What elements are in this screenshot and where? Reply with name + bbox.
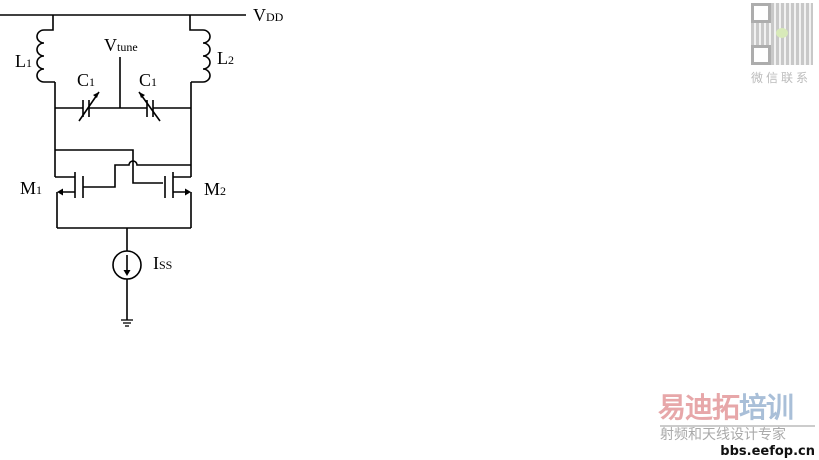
slogan-watermark: 射频和天线设计专家 — [660, 427, 786, 443]
label-l1: L1 — [15, 51, 32, 71]
brand-part2: 培训 — [739, 391, 794, 424]
cross-couple-wire-1 — [55, 149, 163, 184]
label-vdd: VDD — [253, 5, 284, 25]
transistor-m2 — [164, 172, 192, 228]
url-watermark: bbs.eefop.cn — [720, 444, 815, 459]
qr-caption: 微信联系 — [751, 71, 812, 85]
varactor-c1-left — [55, 91, 120, 122]
ground-icon — [121, 319, 133, 327]
current-source-iss — [112, 228, 142, 320]
cross-couple-wire-2 — [83, 160, 191, 188]
label-l2: L2 — [217, 48, 234, 68]
varactor-c1-right — [120, 91, 191, 122]
label-vtune: Vtune — [104, 35, 138, 55]
brand-part1: 易迪拓 — [658, 391, 740, 424]
brand-watermark: 易迪拓培训 — [658, 391, 794, 424]
label-m2: M2 — [204, 179, 226, 199]
qr-code-watermark — [751, 3, 813, 65]
label-iss: ISS — [153, 253, 172, 273]
inductor-l1 — [36, 15, 55, 83]
wechat-icon — [776, 28, 788, 38]
label-m1: M1 — [20, 178, 42, 198]
inductor-l2 — [189, 15, 211, 83]
transistor-m1 — [55, 172, 84, 228]
watermark-divider — [660, 425, 815, 427]
label-c1-right: C1 — [139, 70, 157, 90]
label-c1-left: C1 — [77, 70, 95, 90]
